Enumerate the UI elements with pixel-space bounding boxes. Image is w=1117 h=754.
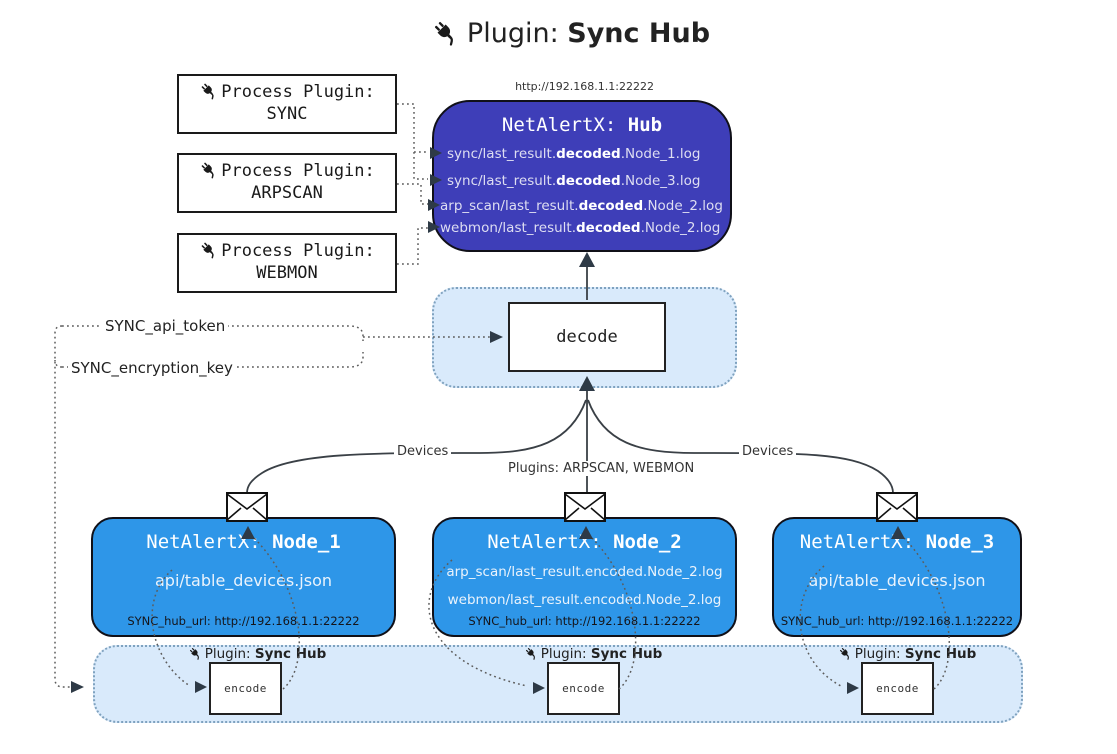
devices-right-label: Devices [739,444,797,459]
process-plugin-label: Process Plugin: [221,161,375,181]
plug-icon [524,646,539,661]
node-3-box: NetAlertX: Node_3 api/table_devices.json… [772,517,1022,637]
node-1-box: NetAlertX: Node_1 api/table_devices.json… [91,517,396,637]
edge-sync-to-hub-2 [413,152,428,180]
node-title: NetAlertX: Node_2 [487,531,682,553]
edge-keys-corner [54,359,63,368]
node-file-line: api/table_devices.json [154,571,332,590]
process-plugin-box-sync: Process Plugin: SYNC [177,74,397,134]
sync-api-token-label: SYNC_api_token [102,317,229,335]
encoder-label: Plugin: Sync Hub [817,646,997,662]
hub-name: Hub [627,114,663,136]
plug-icon [431,18,461,48]
node-2-box: NetAlertX: Node_2 arp_scan/last_result.e… [432,517,737,637]
node-hub-url: SYNC_hub_url: http://192.168.1.1:22222 [468,614,701,628]
node-hub-url: SYNC_hub_url: http://192.168.1.1:22222 [127,614,360,628]
encoder-label: Plugin: Sync Hub [167,646,347,662]
plug-icon [199,160,219,180]
hub-title: NetAlertX: Hub [434,114,730,136]
mail-icon [564,492,606,522]
edge-keys-to-band [54,325,74,688]
encode-box: encode [861,662,934,715]
process-plugin-name: ARPSCAN [251,183,323,203]
node-title: NetAlertX: Node_3 [799,531,995,553]
hub-name-prefix: NetAlertX: [501,114,628,136]
plug-icon [188,646,203,661]
hub-box: NetAlertX: Hub sync/last_result.decoded.… [432,100,732,252]
process-plugin-box-arpscan: Process Plugin: ARPSCAN [177,153,397,213]
hub-log-line: arp_scan/last_result.decoded.Node_2.log [440,198,723,214]
plug-icon [199,240,219,260]
hub-url-label: http://192.168.1.1:22222 [515,80,654,93]
process-plugin-label: Process Plugin: [221,241,375,261]
title-prefix: Plugin: [466,18,568,49]
node-file-line: arp_scan/last_result.encoded.Node_2.log [446,564,723,580]
arrowhead-into-band [71,681,84,693]
hub-log-line: sync/last_result.decoded.Node_3.log [447,173,701,189]
mail-icon [876,492,918,522]
node-hub-url: SYNC_hub_url: http://192.168.1.1:22222 [780,614,1014,628]
process-plugin-name: WEBMON [256,263,318,283]
plug-icon [199,81,219,101]
edge-sync-to-hub-1 [397,103,428,153]
node-title: NetAlertX: Node_1 [146,531,341,553]
edge-webmon-to-hub [397,227,428,265]
title-bold: Sync Hub [567,18,711,49]
mail-icon [226,492,268,522]
sync-encryption-key-label: SYNC_encryption_key [68,359,236,377]
process-plugin-name: SYNC [266,104,308,124]
devices-left-label: Devices [394,444,452,459]
node-file-line: api/table_devices.json [808,571,986,590]
arrowhead-into-hub [579,252,595,267]
edge-arpscan-to-hub [397,183,428,205]
node-file-line: webmon/last_result.encoded.Node_2.log [447,592,722,608]
page-title: Plugin: Sync Hub [24,18,1117,49]
hub-log-line: webmon/last_result.decoded.Node_2.log [440,220,721,236]
encoder-label: Plugin: Sync Hub [503,646,683,662]
process-plugin-label: Process Plugin: [221,82,375,102]
process-plugin-box-webmon: Process Plugin: WEBMON [177,233,397,293]
encode-box: encode [209,662,282,715]
plugins-mid-label: Plugins: ARPSCAN, WEBMON [505,461,698,476]
encode-box: encode [547,662,620,715]
decode-box: decode [508,302,666,372]
plug-icon [838,646,853,661]
hub-log-line: sync/last_result.decoded.Node_1.log [447,146,701,162]
